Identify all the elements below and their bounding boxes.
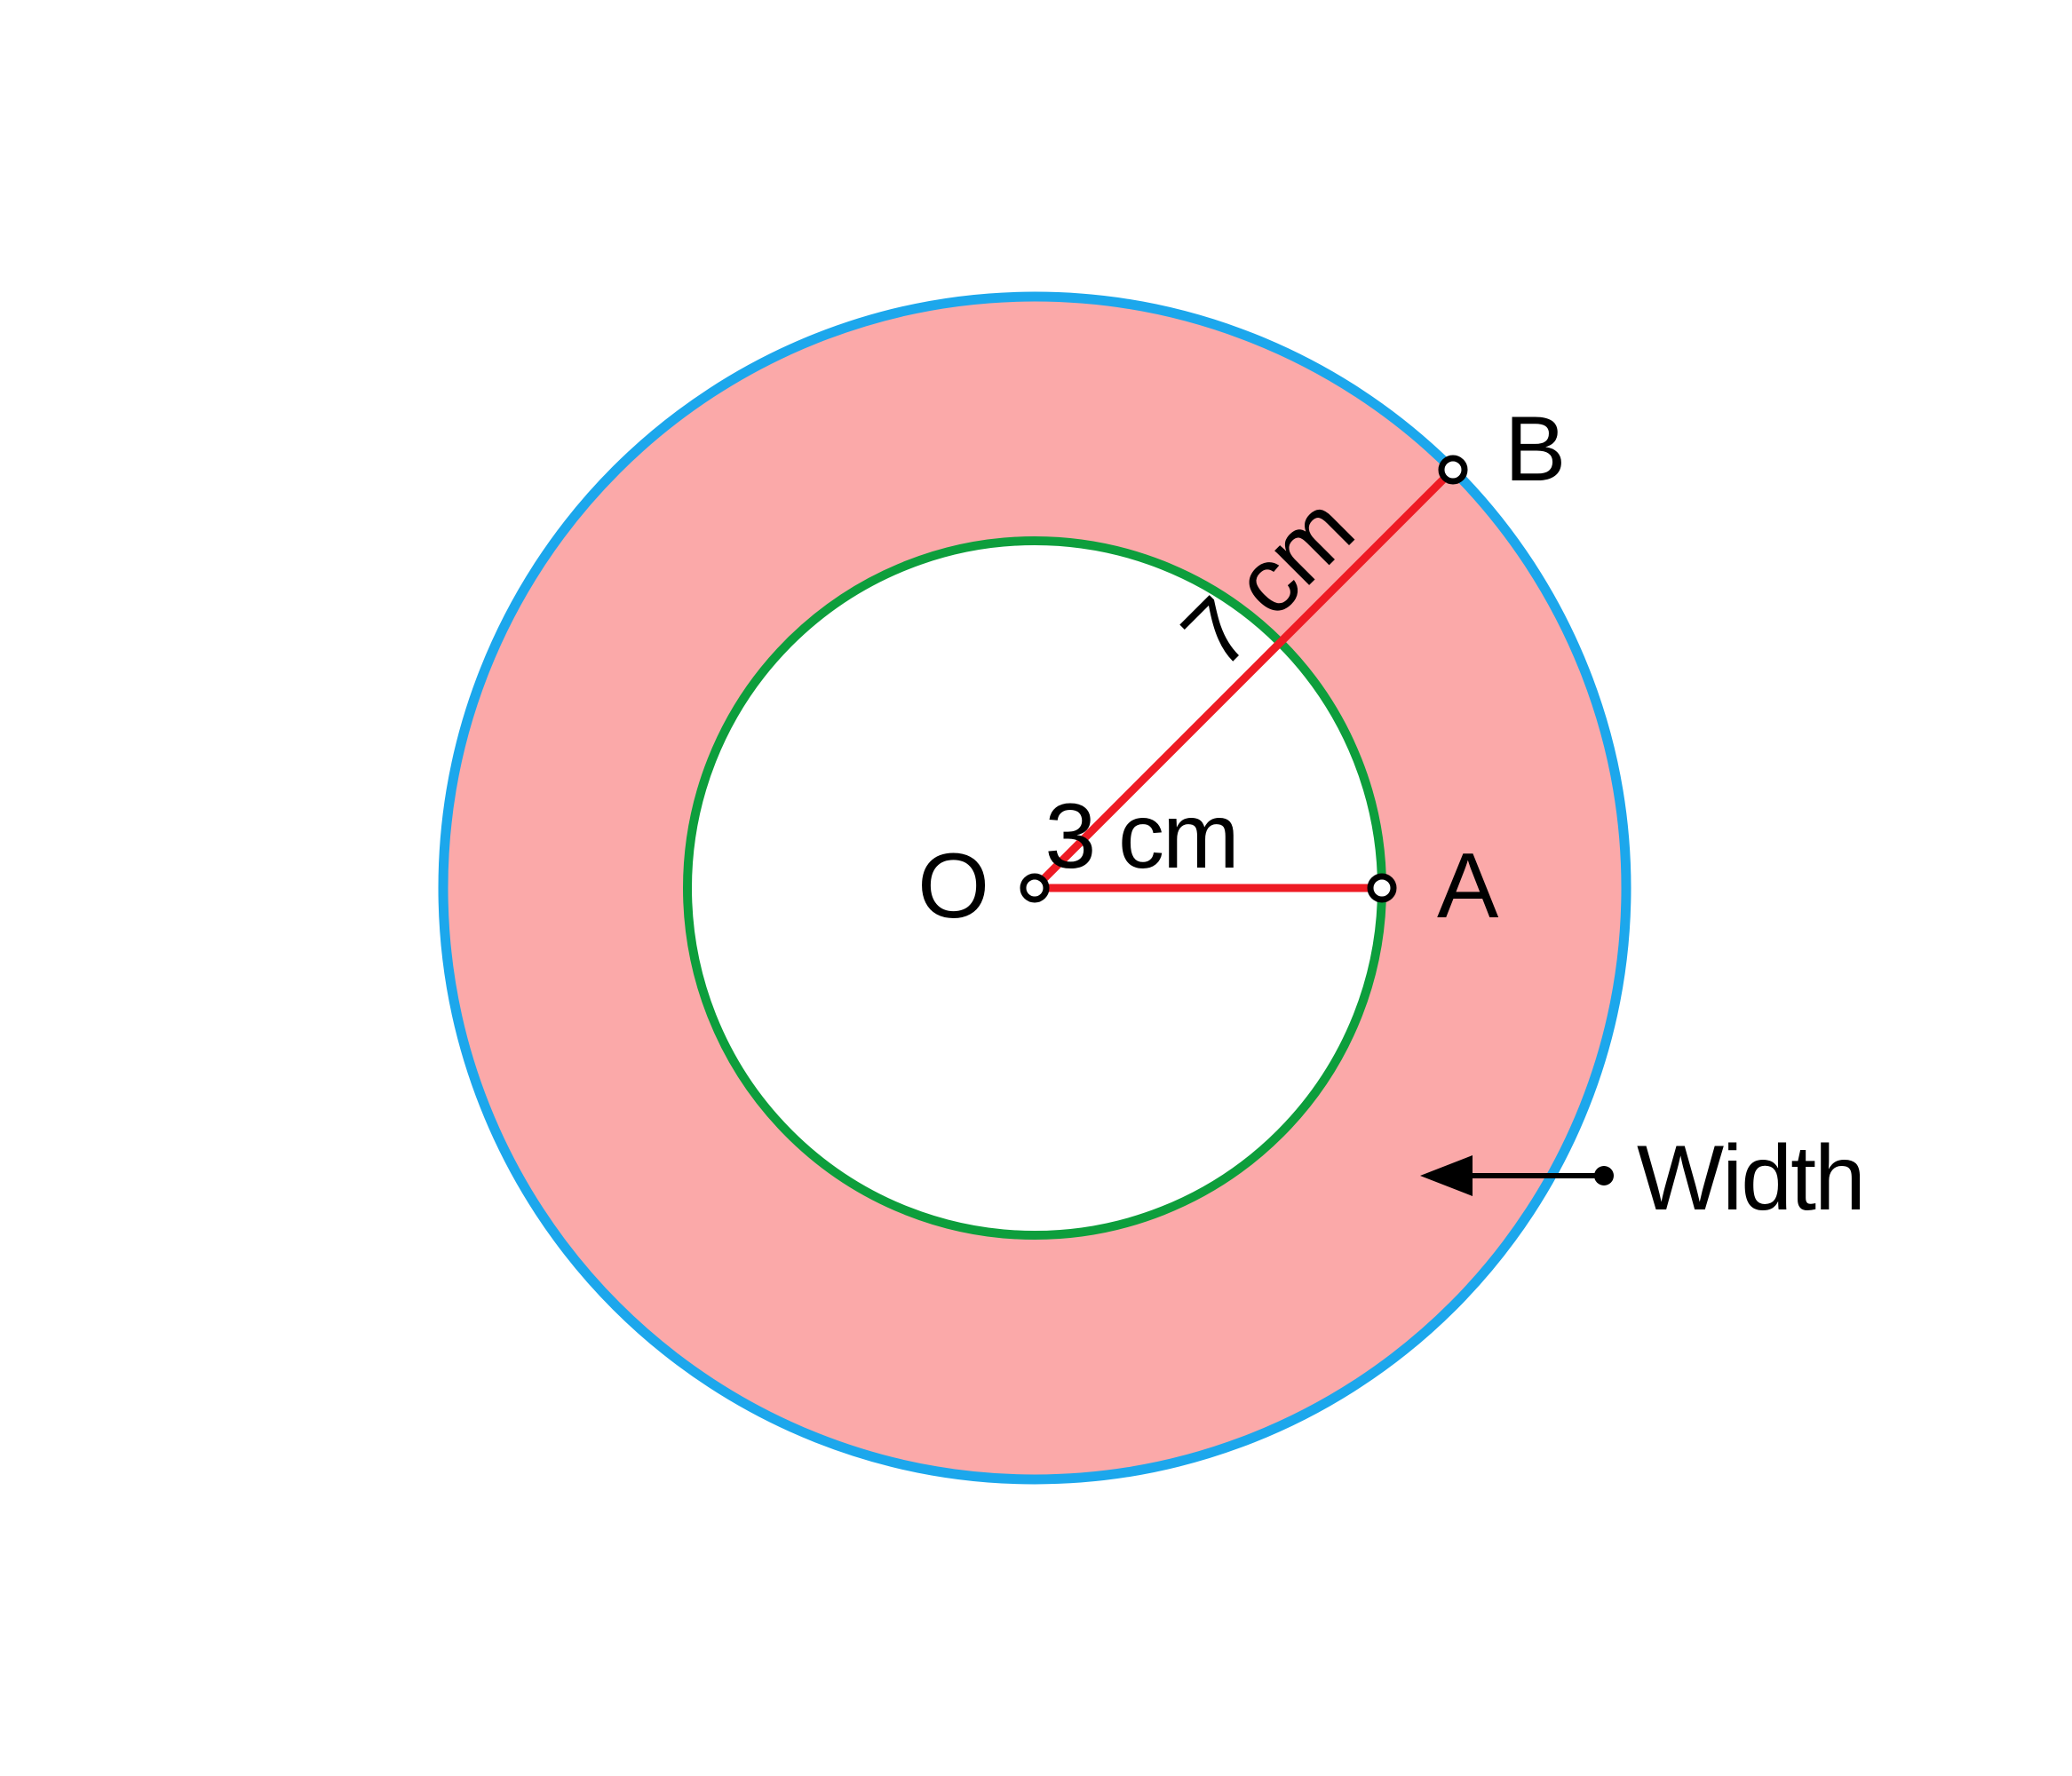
- width-label: Width: [1637, 1127, 1864, 1230]
- radius-line-OB: [1031, 466, 1457, 892]
- inner-radius-measurement-label: 3 cm: [1044, 785, 1237, 888]
- point-A-marker: [1367, 873, 1397, 903]
- point-O-label: O: [917, 835, 988, 938]
- width-arrow-icon: [1420, 1155, 1614, 1196]
- width-arrowhead: [1420, 1155, 1473, 1196]
- width-arrow-tail-dot: [1594, 1166, 1614, 1185]
- point-B-label: B: [1504, 398, 1564, 501]
- point-B-marker: [1438, 455, 1468, 485]
- point-O-marker: [1020, 873, 1050, 903]
- point-A-label: A: [1437, 835, 1499, 938]
